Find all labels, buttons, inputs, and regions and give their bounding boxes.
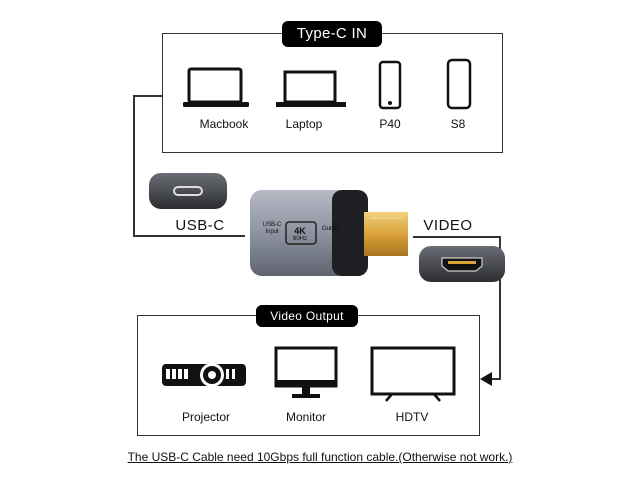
device-label-s8: S8 (450, 117, 466, 131)
type-c-in-title: Type-C IN (282, 21, 382, 47)
adapter-side-output: Output (321, 226, 340, 232)
device-label-laptop: Laptop (285, 117, 323, 131)
connector-usbc-horizontal (133, 235, 245, 237)
adapter-badge-4k: 4K (294, 226, 306, 236)
laptop-icon (276, 70, 346, 108)
device-label-projector: Projector (181, 410, 231, 424)
connector-top-horizontal (133, 95, 163, 97)
video-output-title: Video Output (256, 305, 358, 327)
monitor-icon (274, 346, 338, 402)
adapter-side-input: USB-C Input (262, 222, 282, 235)
device-label-monitor: Monitor (285, 410, 326, 424)
footnote: The USB-C Cable need 10Gbps full functio… (127, 450, 513, 464)
device-label-macbook: Macbook (199, 117, 249, 131)
phone-icon (446, 58, 472, 110)
macbook-icon (182, 66, 250, 108)
connector-video-vertical (499, 236, 501, 378)
projector-icon (160, 358, 248, 392)
video-label: VIDEO (423, 217, 473, 234)
connector-top-vertical (133, 95, 135, 235)
device-label-p40: P40 (379, 117, 401, 131)
connector-video-horizontal (413, 236, 499, 238)
usb-c-port-icon (148, 172, 228, 210)
hdmi-port-icon (418, 245, 506, 283)
hdtv-icon (370, 346, 456, 402)
connector-arrow-horizontal (490, 378, 501, 380)
arrow-left-icon (480, 372, 492, 386)
usb-c-label: USB-C (175, 217, 225, 234)
adapter-icon (246, 188, 416, 280)
device-label-hdtv: HDTV (395, 410, 429, 424)
adapter-badge-sub: 60Hz (292, 236, 307, 242)
phone-icon (378, 60, 402, 110)
